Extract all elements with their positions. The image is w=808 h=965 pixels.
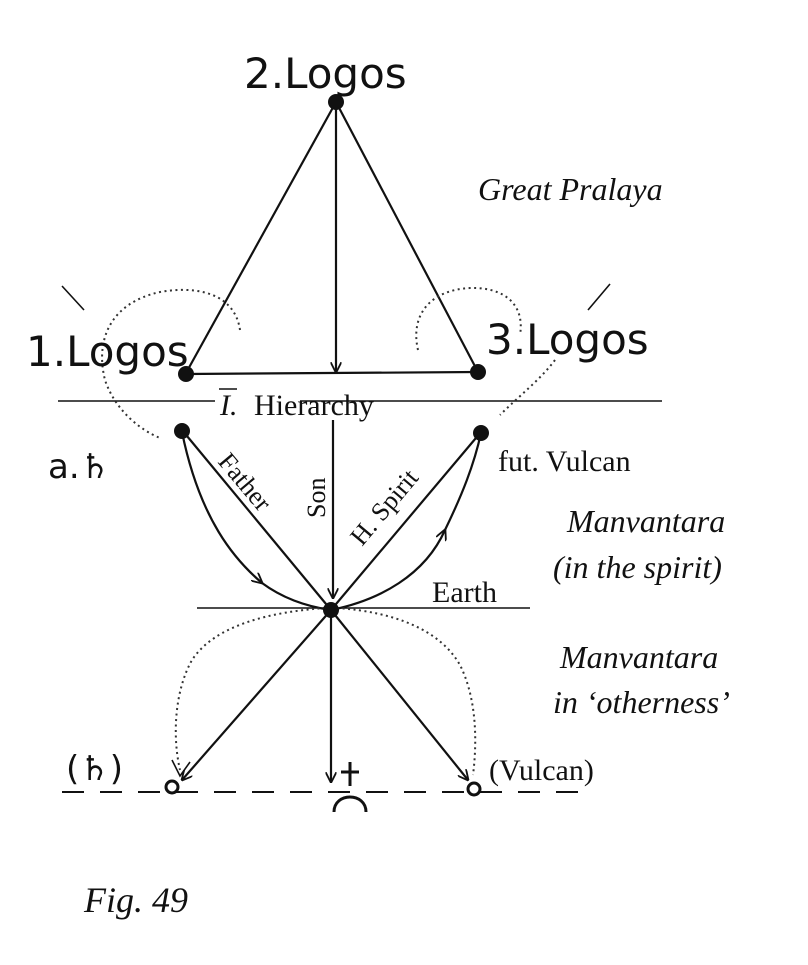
saturn-lower-node xyxy=(164,779,180,795)
hierarchy-numeral: I. xyxy=(219,389,238,422)
saturn-bracket-label: (♄) xyxy=(66,749,123,789)
saturn-past-node xyxy=(174,423,190,439)
manvantara-spirit-line1: Manvantara xyxy=(566,503,725,539)
curve-right-tail xyxy=(444,432,483,531)
figure-caption: Fig. 49 xyxy=(83,880,188,920)
logos3-node xyxy=(470,364,486,380)
future-vulcan-label: fut. Vulcan xyxy=(498,445,631,478)
logos2-node xyxy=(328,94,344,110)
hierarchy-label: Hierarchy xyxy=(254,389,374,422)
vulcan-bracket-label: (Vulcan) xyxy=(489,754,594,787)
tick-left xyxy=(61,285,85,311)
triangle-base xyxy=(185,370,479,376)
son-label: Son xyxy=(302,478,331,518)
hatch-arc-lower-right xyxy=(336,607,477,776)
father-line xyxy=(181,429,332,611)
logos2-label: 2.Logos xyxy=(244,49,407,98)
lower-right-line xyxy=(330,609,468,780)
hatch-arc-upper-right xyxy=(415,286,522,351)
hatch-lower-left-arrow xyxy=(171,759,191,778)
tick-right xyxy=(587,283,611,311)
manvantara-other-line2: in ‘otherness’ xyxy=(553,684,730,720)
hatch-stroke-right xyxy=(499,359,556,416)
manvantara-other-line1: Manvantara xyxy=(559,639,718,675)
logos3-label: 3.Logos xyxy=(486,315,649,364)
vulcan-lower-node xyxy=(466,781,482,797)
logos1-node xyxy=(178,366,194,382)
manvantara-spirit-line2: (in the spirit) xyxy=(553,549,722,585)
spirit-line xyxy=(330,431,482,611)
holy-spirit-label: H. Spirit xyxy=(344,463,424,551)
triangle-right-edge xyxy=(335,101,479,373)
great-pralaya-label: Great Pralaya xyxy=(478,171,663,207)
logos1-label: 1.Logos xyxy=(26,327,189,376)
lower-left-line xyxy=(182,609,332,780)
curve-earth-to-right xyxy=(330,530,445,612)
triangle-left-edge xyxy=(185,101,337,374)
curve-left-to-earth xyxy=(180,431,262,583)
past-saturn-label: a.♄ xyxy=(48,447,110,487)
hatch-arc-lower-left xyxy=(174,607,326,771)
earth-symbol-icon xyxy=(332,762,368,813)
earth-node xyxy=(323,602,339,618)
vulcan-future-node xyxy=(473,425,489,441)
earth-label: Earth xyxy=(432,576,497,609)
